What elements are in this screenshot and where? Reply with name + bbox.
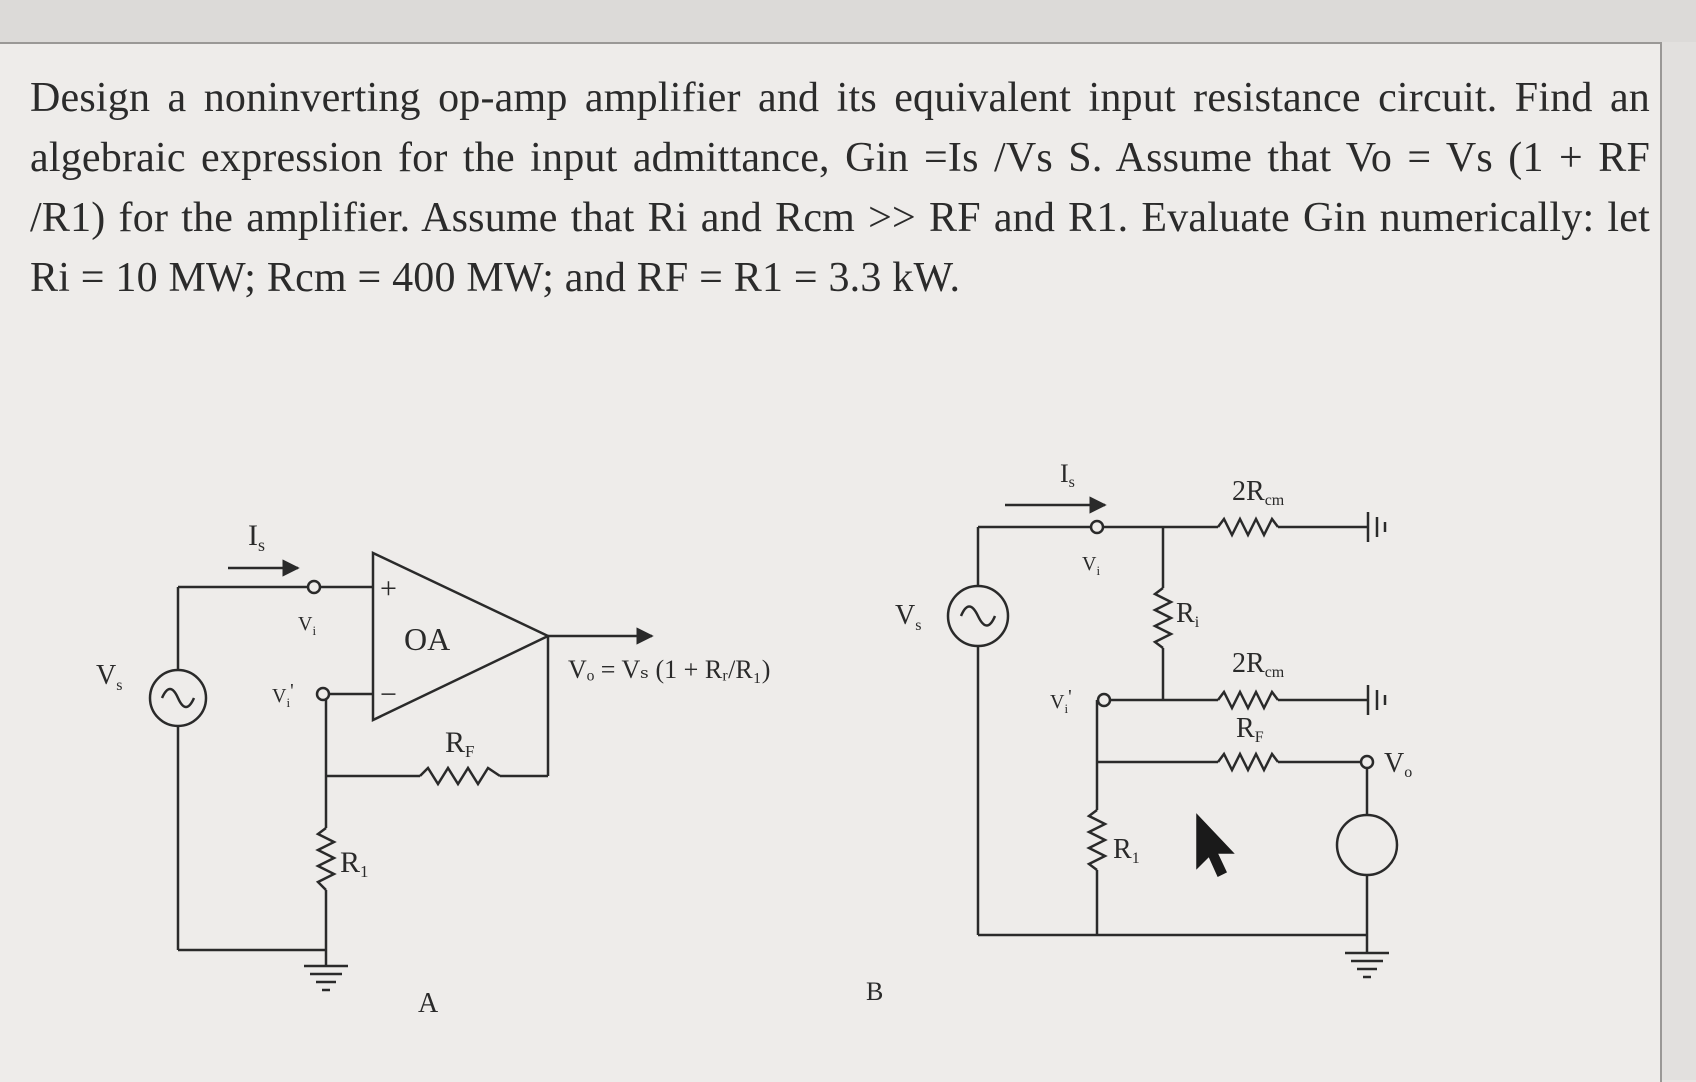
terminal-vi-prime [315,686,331,702]
resistor-icon [419,765,501,787]
resistor-icon [1086,809,1108,871]
caption-b: B [866,977,883,1006]
terminal-b-vi [1089,519,1105,535]
terminal-b-vo [1359,754,1375,770]
dependent-source-icon [1335,813,1399,877]
label-a-rf: RF [445,726,474,761]
resistor-icon [1217,689,1279,711]
label-a-minus: − [380,678,397,711]
label-a-vs: Vs [96,660,122,694]
ground-icon [1345,951,1389,979]
label-a-opamp: OA [404,621,450,657]
resistor-icon [1152,587,1174,649]
label-a-vi-prime: Vi' [272,680,294,710]
top-band [0,0,1696,42]
resistor-icon [1217,751,1279,773]
label-a-is: Is [248,519,265,555]
label-b-vi: Vi [1082,553,1100,578]
mouse-cursor-icon [1196,813,1235,878]
label-b-r1: R1 [1113,834,1140,867]
label-b-vo: Vo [1384,748,1412,781]
ground-icon [304,964,348,992]
label-a-output-eq: Vₒ = Vₛ (1 + Rᵣ/R₁) [568,655,770,684]
resistor-icon [315,827,337,891]
label-b-ri: Ri [1176,598,1200,631]
circuit-a [176,559,654,965]
problem-statement: Design a noninverting op-amp amplifier a… [30,75,1650,301]
terminal-vi [306,579,322,595]
ac-source-icon [148,668,208,728]
ac-source-icon [946,584,1010,648]
label-b-vi-prime: Vi' [1050,686,1072,716]
label-a-plus: + [380,572,397,605]
label-b-rcm-top: 2Rcm [1232,476,1285,509]
content-panel [0,42,1662,1082]
resistor-icon [1217,516,1279,538]
terminal-b-vi-prime [1096,692,1112,708]
label-a-vi: Vi [298,613,316,638]
label-a-r1: R1 [340,846,369,881]
circuit-b [976,496,1387,952]
label-b-is: Is [1060,459,1075,491]
label-b-rcm-mid: 2Rcm [1232,648,1285,681]
label-b-vs: Vs [895,600,921,634]
opamp-icon [371,551,551,722]
caption-a: A [418,988,439,1019]
label-b-rf: RF [1236,713,1264,746]
right-strip [1662,42,1696,1080]
